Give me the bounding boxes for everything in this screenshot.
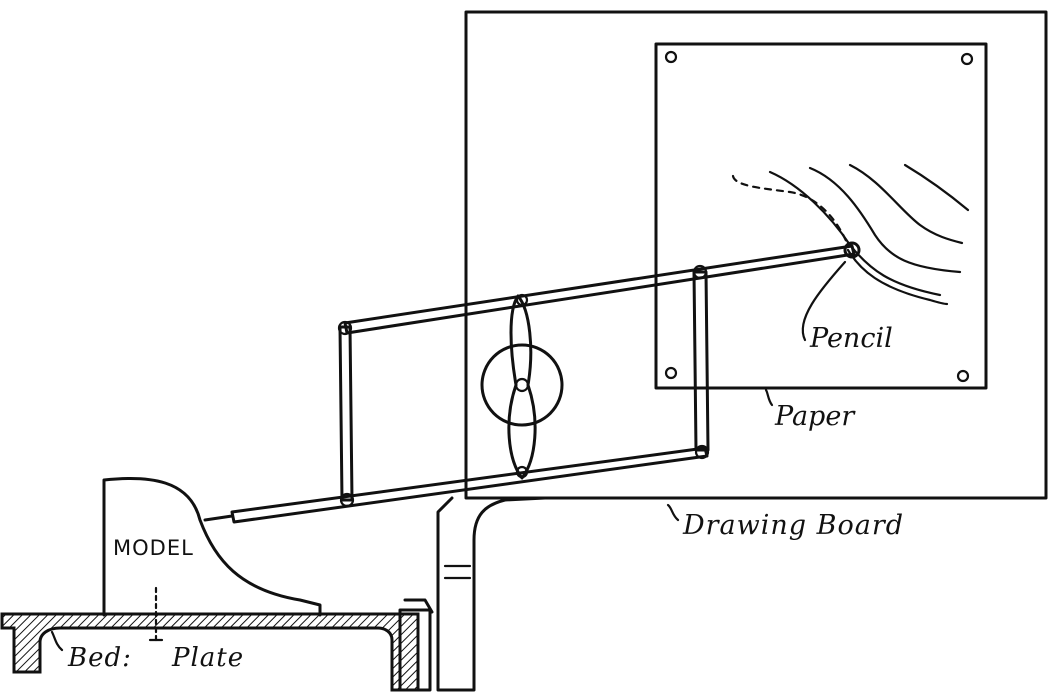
bed-label: Bed: bbox=[68, 643, 132, 673]
paper-label: Paper bbox=[775, 401, 855, 432]
contour-lines bbox=[731, 163, 970, 306]
paper-pins bbox=[664, 50, 974, 383]
drawing-board-label: Drawing Board bbox=[683, 510, 905, 541]
plate-label: Plate bbox=[172, 643, 245, 673]
leader-lines bbox=[50, 260, 847, 652]
model-label: MODEL bbox=[113, 536, 194, 560]
drawing-board bbox=[464, 10, 1048, 500]
bed-plate bbox=[0, 612, 420, 692]
pantograph-linkage bbox=[203, 244, 856, 524]
pencil-point bbox=[843, 241, 861, 259]
model-block bbox=[102, 476, 322, 617]
board-bracket bbox=[436, 496, 547, 692]
pencil-label: Pencil bbox=[810, 323, 893, 354]
paper-sheet bbox=[654, 42, 988, 390]
